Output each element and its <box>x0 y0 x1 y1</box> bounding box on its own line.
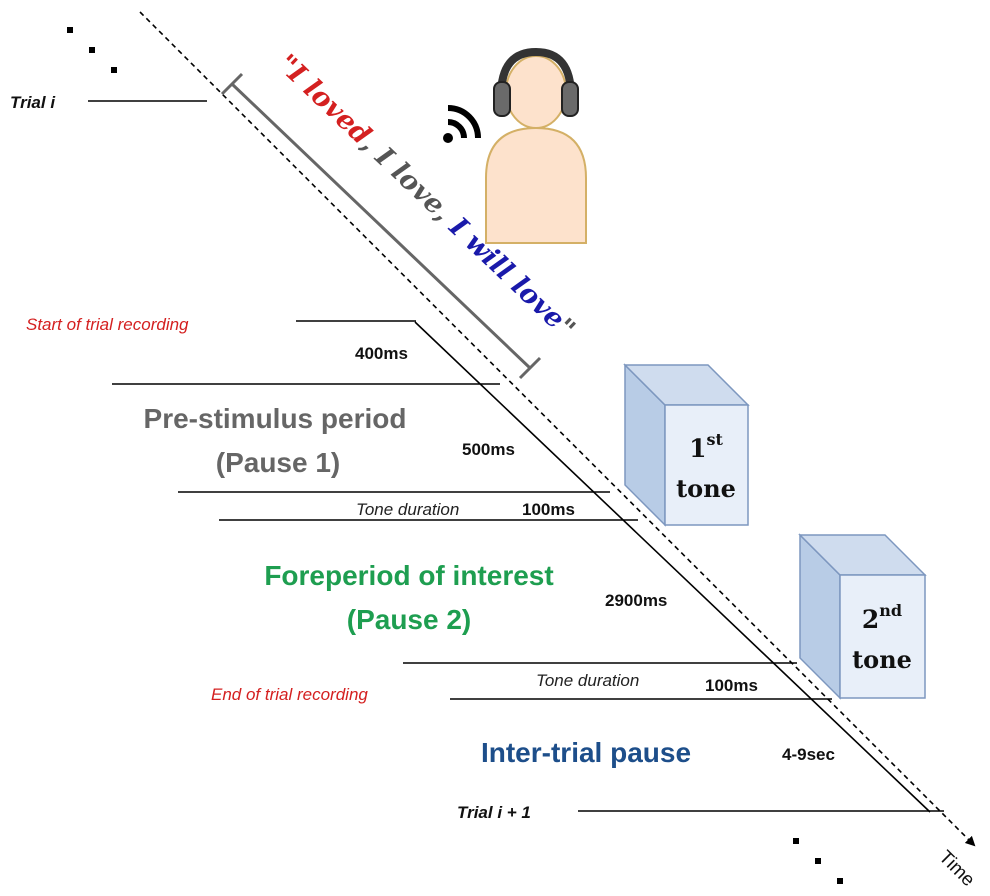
end-recording-label: End of trial recording <box>211 685 368 704</box>
first-tone-number: 1 <box>689 434 706 463</box>
second-tone-box: 2nd tone <box>798 533 927 700</box>
duration-100-a: 100ms <box>522 500 575 519</box>
timeline-solid <box>414 321 931 813</box>
svg-text:1st: 1st <box>689 430 723 463</box>
trial-next-label: Trial i + 1 <box>457 803 531 822</box>
tone-duration-label-2: Tone duration <box>536 671 639 690</box>
duration-2900: 2900ms <box>605 591 667 610</box>
duration-400: 400ms <box>355 344 408 363</box>
svg-text:2nd: 2nd <box>862 601 902 634</box>
time-label: Time <box>934 847 978 891</box>
start-recording-label: Start of trial recording <box>26 315 189 334</box>
trial-start-label: Trial i <box>10 93 56 112</box>
first-tone-sup: st <box>707 430 724 449</box>
ellipsis-dots-icon <box>793 838 843 884</box>
ellipsis-dots-icon <box>67 27 117 73</box>
duration-4-9: 4-9sec <box>782 745 835 764</box>
second-tone-sup: nd <box>879 601 902 620</box>
time-axis <box>139 11 976 847</box>
second-tone-word: tone <box>852 645 912 674</box>
listener-headphones-icon <box>485 47 587 244</box>
pause1-label: (Pause 1) <box>216 447 341 478</box>
pre-stimulus-label: Pre-stimulus period <box>144 403 407 434</box>
tone-duration-label-1: Tone duration <box>356 500 459 519</box>
sound-waves-icon <box>443 105 481 143</box>
first-tone-word: tone <box>676 474 736 503</box>
duration-500: 500ms <box>462 440 515 459</box>
inter-trial-label: Inter-trial pause <box>481 737 691 768</box>
pause2-label: (Pause 2) <box>347 604 472 635</box>
foreperiod-label: Foreperiod of interest <box>264 560 553 591</box>
second-tone-number: 2 <box>862 605 879 634</box>
stimulus-bracket <box>220 72 542 380</box>
first-tone-box: 1st tone <box>623 363 750 527</box>
duration-100-b: 100ms <box>705 676 758 695</box>
